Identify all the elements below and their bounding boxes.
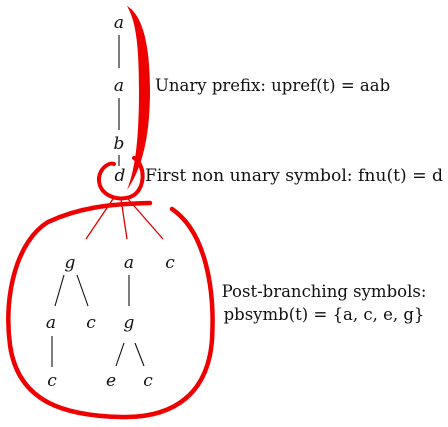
node-c-right: c (165, 253, 175, 273)
unary-prefix-brace (127, 6, 150, 190)
node-g-mid: g (124, 313, 135, 333)
node-root-a: a (114, 13, 124, 33)
edge-g-c (76, 274, 89, 307)
edge-g-e (115, 342, 125, 367)
node-g-left: g (65, 253, 76, 273)
edge-g-a (54, 274, 65, 307)
node-e-bottom: e (106, 371, 116, 391)
node-b: b (114, 134, 125, 154)
post-branching-label-line2: pbsymb(t) = {a, c, e, g} (224, 305, 425, 324)
unary-prefix-label: Unary prefix: upref(t) = aab (155, 76, 390, 95)
edge-g-c2 (134, 342, 145, 367)
node-a: a (114, 76, 124, 96)
first-non-unary-loop (97, 156, 145, 201)
post-branching-loop (6, 200, 215, 420)
node-a-leftleaf: a (46, 313, 56, 333)
tree-edges (51, 35, 145, 367)
node-c-bottom-left: c (47, 371, 57, 391)
node-c-bottom-right: c (143, 371, 153, 391)
post-branching-label-line1: Post-branching symbols: (222, 282, 427, 301)
first-non-unary-label: First non unary symbol: fnu(t) = d (145, 166, 443, 185)
node-d: d (115, 166, 126, 186)
tree-nodes: a a b d g a c a c g c e c (46, 13, 175, 391)
node-c-leftleaf: c (86, 313, 96, 333)
annotations: Unary prefix: upref(t) = aab First non u… (145, 76, 443, 324)
node-a-mid: a (124, 253, 134, 273)
